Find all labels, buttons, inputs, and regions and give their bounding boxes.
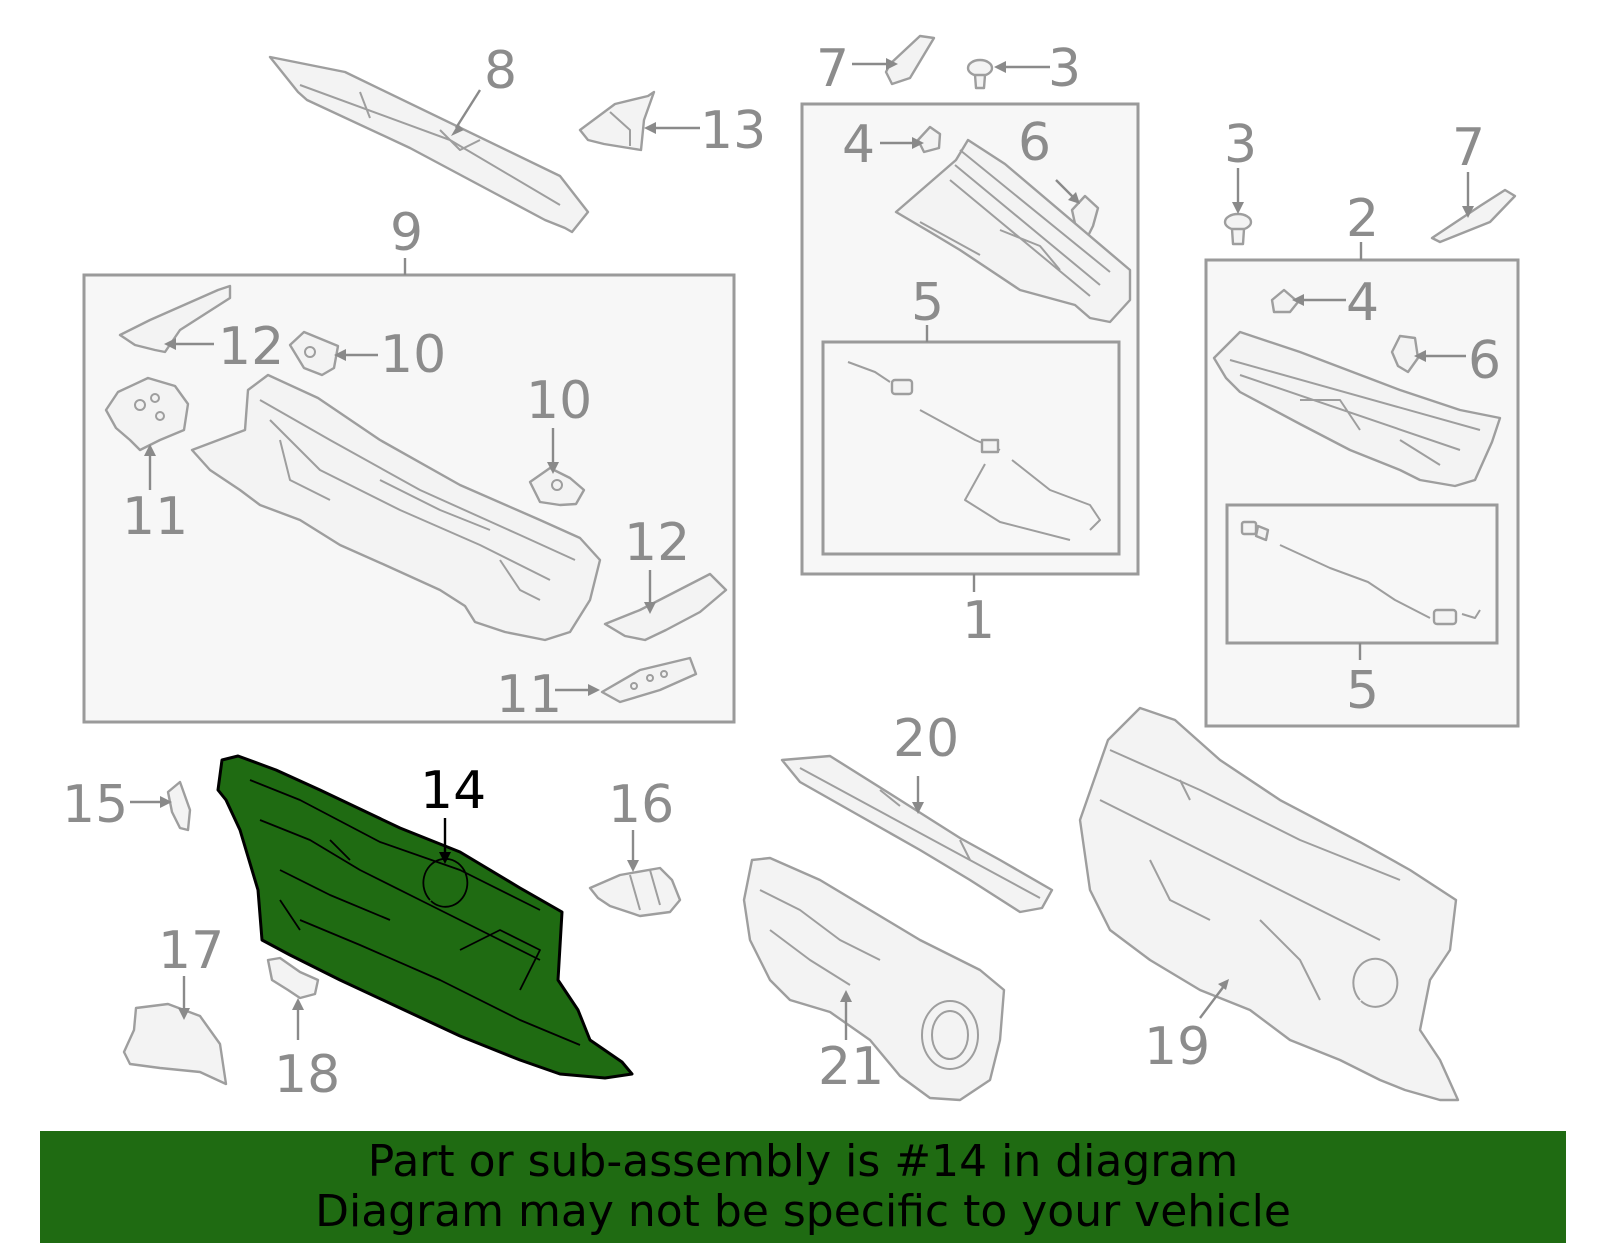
part-13-bracket — [578, 90, 656, 152]
info-banner: Part or sub-assembly is #14 in diagram D… — [40, 1131, 1566, 1243]
callout-4-left: 4 — [842, 115, 875, 175]
callout-10-lower: 10 — [526, 371, 592, 431]
washer-hose-left — [847, 361, 1101, 541]
callout-12-upper: 12 — [218, 317, 284, 377]
part-19-dash-panel-outline — [1078, 706, 1460, 1102]
callout-6-right: 6 — [1468, 331, 1501, 391]
callout-5-left: 5 — [911, 273, 944, 333]
part-3-top-pushpin — [966, 58, 994, 90]
callout-1: 1 — [962, 591, 995, 651]
banner-line-1: Part or sub-assembly is #14 in diagram — [367, 1136, 1239, 1187]
banner-line-2: Diagram may not be specific to your vehi… — [315, 1186, 1291, 1237]
callout-16: 16 — [608, 775, 674, 835]
part-12-bracket-upper — [118, 284, 232, 354]
part-4-clip-left — [916, 125, 942, 154]
callout-5-right: 5 — [1346, 661, 1379, 721]
callout-4-right: 4 — [1346, 273, 1379, 333]
part-7-top-clip — [884, 34, 936, 86]
callout-10-upper: 10 — [380, 325, 446, 385]
part-15-bracket — [166, 780, 192, 832]
callout-11-lower: 11 — [496, 665, 562, 725]
callout-labels: 8 13 7 3 4 6 5 1 3 7 2 4 6 5 9 12 10 11 … — [62, 39, 1501, 1105]
callout-12-lower: 12 — [624, 513, 690, 573]
cowl-top-panel-left — [894, 138, 1132, 324]
part-11-bracket-left — [104, 376, 190, 452]
callout-6-left: 6 — [1018, 113, 1051, 173]
part-14-dash-panel-highlighted — [216, 754, 634, 1080]
part-11-bracket-lower — [600, 656, 698, 704]
callout-15: 15 — [62, 775, 128, 835]
part-9-cowl-panel — [190, 373, 602, 642]
callout-8: 8 — [484, 41, 517, 101]
callout-3-top: 3 — [1048, 39, 1081, 99]
leader-lines — [130, 58, 1474, 1040]
callout-14: 14 — [420, 761, 486, 821]
callout-13: 13 — [700, 101, 766, 161]
part-12-bracket-lower — [603, 572, 728, 642]
callout-3-right: 3 — [1224, 115, 1257, 175]
part-7-right-clip — [1430, 188, 1517, 244]
part-21-insulator — [742, 856, 1006, 1102]
part-10-bracket-upper — [288, 330, 340, 377]
callout-9: 9 — [390, 203, 423, 263]
washer-hose-right — [1240, 520, 1481, 626]
part-8-cowl-bar — [268, 55, 590, 234]
group-box-5-left — [821, 340, 1121, 556]
callout-11-left: 11 — [122, 487, 188, 547]
part-16-bracket — [588, 866, 682, 918]
part-18-bracket — [266, 956, 320, 1000]
part-17-bracket — [122, 1002, 228, 1086]
part-20-reinforcement — [780, 754, 1054, 914]
callout-7-top: 7 — [816, 39, 849, 99]
callout-18: 18 — [274, 1045, 340, 1105]
callout-19: 19 — [1144, 1017, 1210, 1077]
callout-2: 2 — [1346, 189, 1379, 249]
part-4-clip-right — [1270, 288, 1300, 314]
callout-21: 21 — [818, 1037, 884, 1097]
part-3-right-pushpin — [1223, 212, 1253, 246]
callout-7-right: 7 — [1452, 118, 1485, 178]
callout-17: 17 — [158, 921, 224, 981]
callout-20: 20 — [893, 709, 959, 769]
cowl-top-panel-right — [1212, 330, 1502, 488]
